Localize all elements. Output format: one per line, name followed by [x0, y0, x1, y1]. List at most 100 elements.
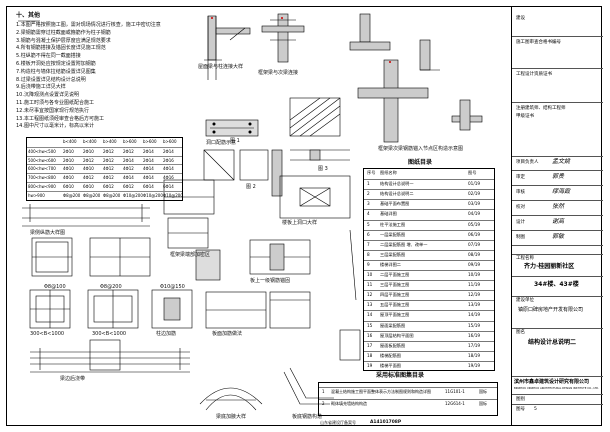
index-cell: 5 — [367, 221, 370, 227]
note-line: 6.楼板开洞处应按规定设置附加钢筋 — [16, 61, 96, 67]
index-cell: 07/19 — [468, 241, 481, 247]
standards-cell: 1 — [322, 389, 325, 394]
table-cell: 700<hw<800 — [28, 175, 56, 181]
note-line: 3.钢筋与混凝土保护层厚度应满足规范要求 — [16, 37, 111, 44]
index-cell: 8 — [367, 251, 370, 257]
index-cell: 09/19 — [468, 261, 481, 267]
detail-label-bottom2: 梁底加腋大样 — [216, 414, 247, 420]
index-cell: 图纸名称 — [380, 170, 397, 175]
index-cell: 二层梁配筋图 增、改单一 — [380, 241, 428, 247]
table-cell: 2Φ12 — [83, 157, 94, 163]
table-cell: b>400 — [103, 139, 117, 144]
tb-sheet-no: 5 — [534, 407, 537, 412]
fig-label-1: 图 1 — [230, 138, 240, 144]
index-cell: 02/19 — [468, 191, 481, 197]
table-cell: 2Φ16 — [163, 157, 174, 163]
table-cell: Φ10@200 — [123, 192, 143, 198]
tb-drawing-label: 图名 — [516, 330, 525, 335]
index-cell: 10 — [367, 272, 373, 277]
table-cell: 2Φ14 — [163, 148, 174, 154]
index-cell: 12/19 — [468, 292, 481, 298]
index-cell: 17 — [367, 342, 373, 348]
index-cell: 19 — [367, 362, 373, 368]
sign-role: 设计 — [516, 220, 525, 225]
index-cell: 三层梁配筋图 — [380, 251, 406, 257]
index-cell: 四层平面施工图 — [380, 292, 410, 298]
index-cell: 楼梯配筋图 — [380, 352, 401, 358]
index-cell: 13/19 — [468, 302, 481, 308]
tb-project-label: 工程名称 — [516, 256, 534, 261]
table-cell: 6Φ10 — [83, 184, 94, 189]
standards-cell: 砌体填充墙结构构造 — [331, 401, 367, 406]
tb-project: 齐力·桂园丽新社区 — [524, 263, 575, 270]
index-cell: 13 — [367, 302, 373, 308]
index-cell: 18/19 — [468, 352, 481, 358]
table-cell: 2Φ10 — [63, 148, 74, 154]
index-cell: 16 — [367, 332, 373, 338]
table-cell: 2Φ14 — [143, 157, 154, 163]
table-cell: 4Φ14 — [123, 175, 134, 181]
index-cell: 10/19 — [468, 272, 481, 277]
tb-company-top: 建设 — [516, 16, 525, 21]
index-row: 13 五层平面施工图 13/19 — [364, 300, 494, 309]
table-cell: 2Φ14 — [143, 148, 154, 154]
index-cell: 楼梯详图二 — [380, 261, 401, 267]
table-cell: Φ8@200 — [63, 192, 81, 198]
index-cell: 11 — [367, 282, 373, 288]
table-cell: 4Φ14 — [163, 166, 174, 172]
index-cell: 3 — [367, 201, 370, 207]
standards-cell: 混凝土结构施工图平面整体表示方法制图规则和构造详图 — [331, 389, 431, 394]
note-line: 8.过梁设置详见结构设计总说明 — [16, 76, 86, 83]
index-cell: 五层平面施工图 — [380, 302, 410, 308]
signature: 谢高 — [552, 218, 565, 225]
signature: 缪海霞 — [552, 188, 571, 195]
detail-label-bottom1: 梁边后浇带 — [60, 376, 86, 382]
sign-role: 校对 — [516, 205, 525, 210]
table-cell: b>600 — [143, 139, 157, 144]
index-cell: 14 — [367, 312, 373, 318]
signature: 张然 — [552, 203, 565, 210]
table-cell: 600<hw<700 — [28, 166, 56, 172]
detail-label-mid1: 楼板上洞口大样 — [282, 220, 318, 226]
note-line: 4.所有钢筋搭接及锚固长度详见施工规范 — [16, 45, 106, 52]
table-cell: 6Φ14 — [163, 184, 174, 189]
standards-title: 采用标准图集目录 — [376, 372, 425, 379]
tb-subproject: 34#楼、43#楼 — [534, 281, 579, 288]
table-cell: 2Φ12 — [103, 148, 114, 154]
tb-stamp: 注册建筑师、结构工程师 — [516, 106, 566, 111]
index-cell: 三层平面施工图 — [380, 282, 410, 288]
table-cell: Φ8@200 — [83, 192, 101, 198]
index-cell: 15/19 — [468, 322, 481, 328]
table-cell: 2Φ12 — [123, 148, 134, 154]
table-cell: 4Φ12 — [83, 175, 94, 181]
table-cell: 4Φ10 — [83, 166, 94, 172]
tb-review: 工程设计资质证书 — [516, 72, 552, 77]
index-cell: 18 — [367, 352, 373, 358]
table-cell: b<400 — [63, 139, 77, 144]
note-line: 7.构造柱与墙体拉结筋设置详见图集 — [16, 68, 96, 75]
table-cell: b>600 — [123, 139, 137, 144]
detail-label-top2: 框架梁与次梁连接 — [258, 70, 299, 76]
rebar-note-3: Φ10@150 — [160, 284, 185, 290]
fig-label-2: 图 2 — [246, 184, 256, 190]
detail-label-b1: 300<B<1000 — [30, 331, 65, 337]
record-label: 山东省建设厅备案号 — [320, 420, 356, 425]
note-line: 9.后浇带施工详见大样 — [16, 84, 66, 91]
index-row: 序号图纸名称图号 — [364, 169, 494, 177]
index-cell: 4 — [367, 211, 370, 217]
detail-label-lower3: 框架梁端部加密区 — [170, 252, 211, 258]
index-cell: 08/19 — [468, 251, 481, 257]
